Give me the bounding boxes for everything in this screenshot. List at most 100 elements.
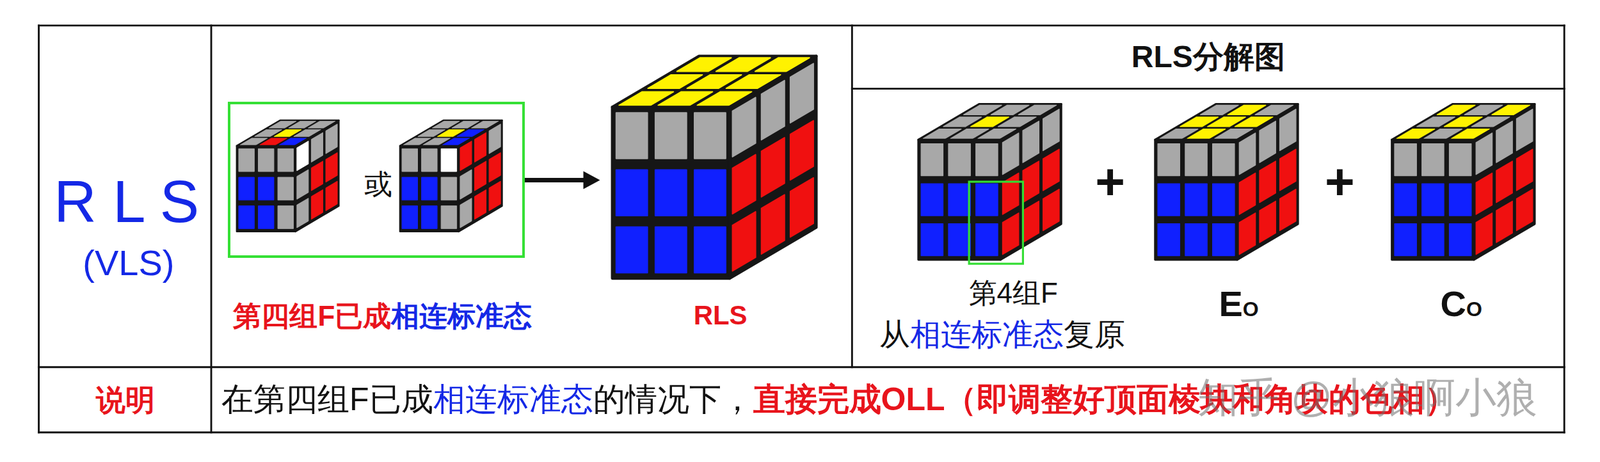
cube-sticker (655, 112, 687, 159)
cube-sticker (1259, 200, 1276, 243)
cube-sticker (258, 177, 274, 201)
cube-sticker (1449, 144, 1472, 176)
cube-sticker (401, 206, 418, 230)
cube-face (458, 120, 503, 232)
cube-sticker (258, 148, 274, 172)
step-caption: 第4组F (968, 276, 1058, 310)
cube-sticker (311, 132, 323, 162)
state-caption: 第四组F已成相连标准态 (232, 300, 532, 333)
cube-sticker (311, 161, 323, 191)
table-rule (210, 25, 213, 433)
cube-sticker (1212, 183, 1235, 216)
cube-sticker (421, 148, 438, 172)
cube-sticker (474, 161, 487, 191)
flow-arrow (524, 170, 601, 189)
cube-sticker (460, 169, 472, 200)
cube-sticker (761, 194, 785, 255)
cube-face (1155, 139, 1238, 260)
cube-sticker (325, 124, 338, 154)
cube-sticker (1002, 133, 1019, 175)
cube-sticker (296, 169, 309, 200)
cube-sticker (1022, 161, 1039, 203)
table-rule (1563, 25, 1566, 433)
cube-sticker (1422, 144, 1444, 176)
cube-sticker (920, 144, 943, 176)
cube-sticker (1239, 213, 1256, 255)
slot-highlight (968, 181, 1023, 264)
cube-sticker (238, 148, 255, 172)
cube-face (400, 145, 459, 232)
description-text: 在第四组F已成 (221, 381, 434, 418)
cube-sticker (460, 198, 472, 228)
cube-sticker (1422, 224, 1444, 256)
cube-face (918, 139, 1001, 260)
watermark-text: 知乎 @小狼啊小狼 (1197, 374, 1538, 421)
cube-sticker (1449, 224, 1472, 256)
cube-sticker (761, 80, 785, 141)
table-rule (37, 25, 40, 433)
cube-sticker (1185, 183, 1208, 216)
table-rule (39, 431, 1565, 434)
cube-sticker (1475, 133, 1492, 175)
cube-sticker (732, 154, 756, 215)
cube-sticker (655, 170, 687, 216)
cube-sticker (948, 144, 971, 176)
plus-sign: + (1324, 152, 1355, 212)
cube-sticker (460, 140, 472, 171)
cube-illustration (1155, 104, 1298, 260)
cube-sticker (1043, 109, 1060, 152)
cube-sticker (474, 132, 487, 162)
state-caption-text: 第四组F已成 (232, 300, 392, 332)
cube-sticker (694, 112, 726, 159)
step-symbol: CO (1440, 283, 1482, 325)
cube-sticker (790, 120, 814, 181)
cube-sticker (488, 124, 501, 154)
cube-face (1473, 104, 1535, 260)
cube-sticker (1280, 109, 1296, 152)
cube-face (612, 106, 730, 279)
cube-illustration (1392, 104, 1535, 260)
cube-sticker (616, 227, 648, 273)
table-rule (39, 24, 1565, 27)
cube-sticker (1394, 183, 1417, 216)
cube-sticker (1043, 189, 1060, 232)
method-name: R L S (53, 168, 200, 237)
table-rule (39, 366, 1565, 368)
watermark: 知乎 @小狼啊小狼 (1197, 374, 1538, 422)
cube-sticker (1022, 200, 1039, 243)
cube-sticker (1157, 144, 1180, 176)
cube-illustration (400, 120, 502, 232)
panel-heading-text: RLS分解图 (1131, 40, 1286, 75)
plus-sign-text: + (1095, 152, 1126, 210)
step-symbol-text: O (1242, 297, 1259, 321)
cube-sticker (401, 148, 418, 172)
arrow-shaft (524, 177, 587, 183)
cube-sticker (1185, 144, 1208, 176)
cube-sticker (1157, 183, 1180, 216)
cube-face (1392, 139, 1474, 260)
method-alias: (VLS) (82, 242, 175, 284)
cube-sticker (976, 144, 998, 176)
cube-sticker (1212, 144, 1235, 176)
cube-sticker (732, 97, 756, 157)
cube-sticker (311, 189, 323, 219)
cube-sticker (277, 148, 294, 172)
panel-heading: RLS分解图 (1131, 39, 1286, 75)
cube-sticker (1239, 172, 1256, 215)
cube-sticker (616, 170, 648, 216)
cube-sticker (1449, 183, 1472, 216)
cube-sticker (474, 189, 487, 219)
cube-sticker (1280, 189, 1296, 232)
cube-sticker (277, 177, 294, 201)
plus-sign-text: + (1324, 152, 1355, 210)
cube-sticker (948, 183, 971, 216)
or-label: 或 (364, 168, 393, 201)
cube-sticker (1496, 200, 1513, 243)
cube-face (236, 145, 296, 232)
cube-sticker (1259, 161, 1276, 203)
cube-sticker (1496, 120, 1513, 163)
cube-sticker (488, 152, 501, 182)
cube-sticker (1394, 144, 1417, 176)
cube-sticker (488, 181, 501, 211)
